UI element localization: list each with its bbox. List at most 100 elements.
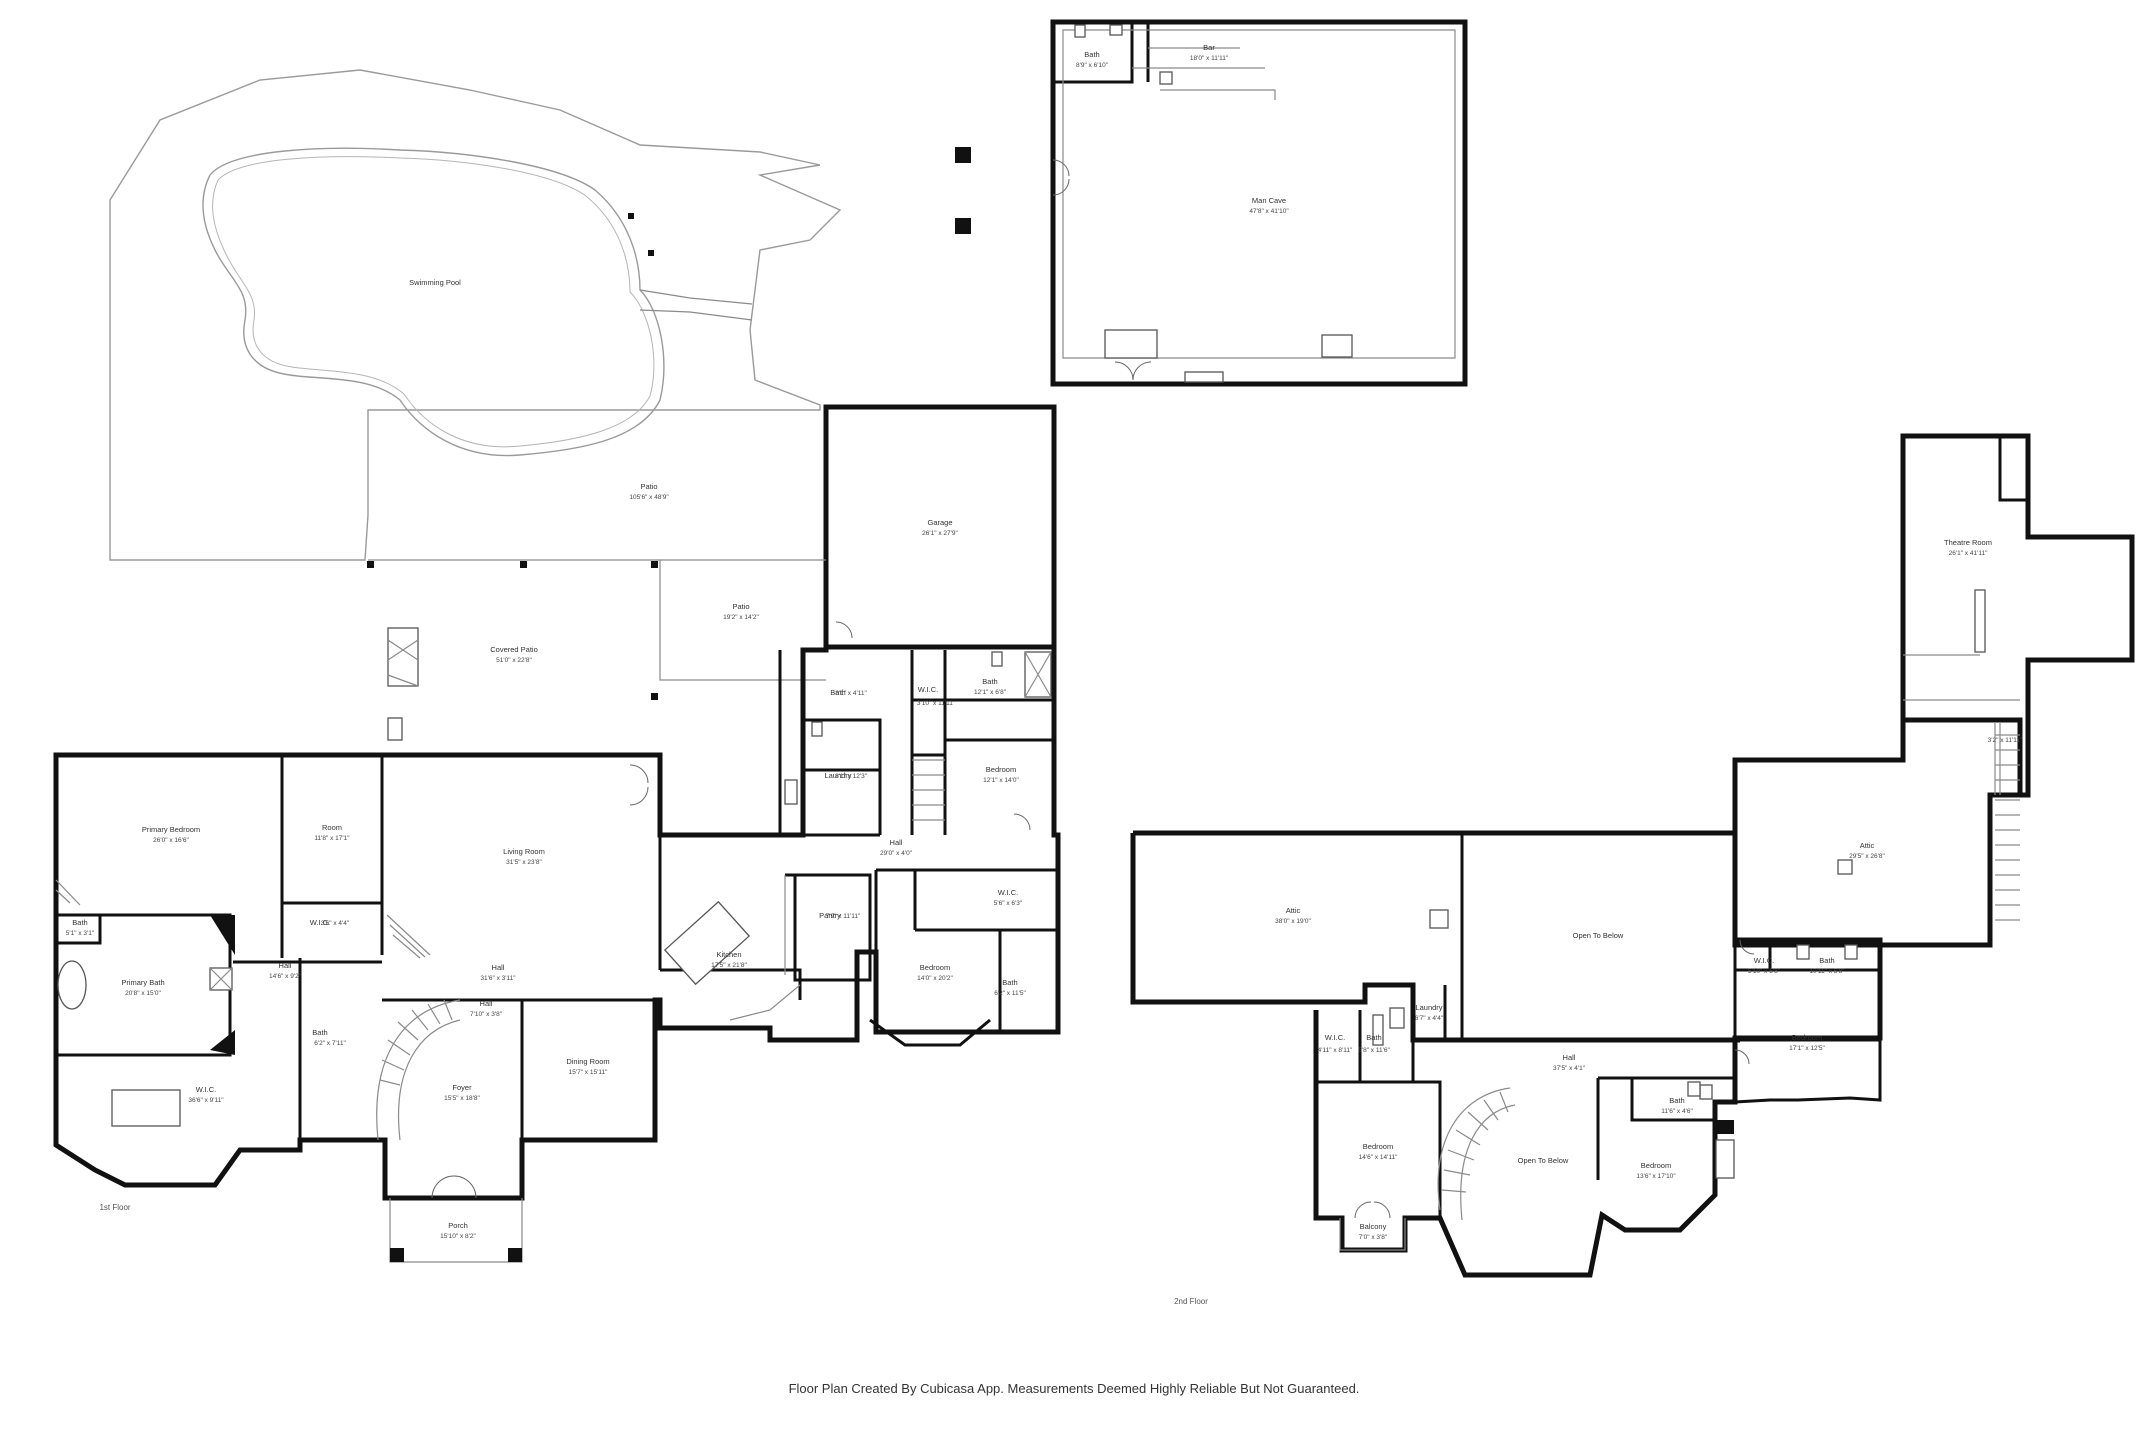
laundry-label: Laundry	[824, 771, 851, 780]
wic-bed2-label: W.I.C.	[918, 685, 938, 694]
bar-label: Bar	[1203, 43, 1215, 52]
hall-up-label: Hall	[1563, 1053, 1576, 1062]
foyer-dims: 15'5" x 18'8"	[444, 1095, 480, 1102]
man-cave-dims: 47'8" x 41'10"	[1249, 208, 1289, 215]
bedroom-up-c-dims: 13'6" x 17'10"	[1636, 1173, 1676, 1180]
garage-label: Garage	[927, 518, 952, 527]
bedroom-3-label: Bedroom	[920, 963, 950, 972]
bedroom-2-dims: 12'1" x 14'0"	[983, 777, 1019, 784]
wic-primary-label: W.I.C.	[196, 1085, 216, 1094]
primary-bedroom-label: Primary Bedroom	[142, 825, 200, 834]
footer-disclaimer: Floor Plan Created By Cubicasa App. Meas…	[788, 1381, 1360, 1396]
living-room-dims: 31'5" x 23'8"	[506, 859, 542, 866]
bath-garage-dims: 8'1" x 4'11"	[835, 690, 867, 697]
hall-foyer-dims: 7'10" x 3'8"	[470, 1011, 503, 1018]
patio-main-label: Patio	[640, 482, 657, 491]
covered-patio-label: Covered Patio	[490, 645, 538, 654]
wic-up-r-label: W.I.C.	[1754, 956, 1774, 965]
attic-left-label: Attic	[1286, 906, 1301, 915]
bar-dims: 18'0" x 11'11"	[1190, 55, 1229, 62]
bath-garage-label: Bath	[830, 688, 845, 697]
dining-room-dims: 15'7" x 15'11"	[569, 1069, 608, 1076]
bath-up-l-label: Bath	[1366, 1033, 1381, 1042]
bedroom-up-r-dims: 17'1" x 12'5"	[1789, 1045, 1825, 1052]
first-floor-label: 1st Floor	[99, 1203, 130, 1212]
bath-bed2-dims: 12'1" x 6'8"	[974, 689, 1007, 696]
hall-left-label: Hall	[279, 961, 292, 970]
primary-bath-dims: 20'8" x 15'0"	[125, 990, 161, 997]
bath-mancave-dims: 8'9" x 6'10"	[1076, 62, 1109, 69]
laundry-up-label: Laundry	[1415, 1003, 1442, 1012]
garage-dims: 26'1" x 27'9"	[922, 530, 958, 537]
wic-small-label: W.I.C.	[310, 918, 330, 927]
kitchen-dims: 17'5" x 21'8"	[711, 962, 747, 969]
foyer-label: Foyer	[452, 1083, 472, 1092]
bath-mancave-label: Bath	[1084, 50, 1099, 59]
bath-bed2-label: Bath	[982, 677, 997, 686]
bath-primary-small-label: Bath	[72, 918, 87, 927]
hall-main-label: Hall	[890, 838, 903, 847]
wic-bed2-dims: 3'10" x 11'11"	[917, 700, 956, 707]
bath-up-l-dims: 5'8" x 11'6"	[1358, 1047, 1390, 1054]
bedroom-up-l-dims: 14'6" x 14'11"	[1359, 1154, 1398, 1161]
wic-bed3-dims: 5'6" x 6'3"	[994, 900, 1023, 907]
hall-center-label: Hall	[492, 963, 505, 972]
theatre-room-dims: 26'1" x 41'11"	[1949, 550, 1988, 557]
pool-area	[109, 69, 842, 561]
open-to-below-2-label: Open To Below	[1518, 1156, 1569, 1165]
laundry-up-dims: 6'7" x 4'4"	[1415, 1015, 1444, 1022]
swimming-pool-label: Swimming Pool	[409, 278, 461, 287]
stairs-up-dims: 3'2" x 11'11"	[1988, 737, 2023, 744]
bath-bed3-label: Bath	[1002, 978, 1017, 987]
bath-up-r-dims: 10'11" x 5'8"	[1809, 968, 1845, 975]
man-cave-label: Man Cave	[1252, 196, 1286, 205]
attic-right-dims: 29'5" x 26'8"	[1849, 853, 1885, 860]
open-to-below-1-label: Open To Below	[1573, 931, 1624, 940]
bath-half-label: Bath	[312, 1028, 327, 1037]
dining-room-label: Dining Room	[566, 1057, 609, 1066]
bedroom-3-dims: 14'0" x 20'2"	[917, 975, 953, 982]
attic-right-label: Attic	[1860, 841, 1875, 850]
second-floor-label: 2nd Floor	[1174, 1297, 1208, 1306]
bath-up-c-dims: 11'6" x 4'6"	[1661, 1108, 1693, 1115]
primary-bedroom-dims: 26'0" x 16'6"	[153, 837, 189, 844]
bedroom-2-label: Bedroom	[986, 765, 1016, 774]
bath-up-r-label: Bath	[1819, 956, 1834, 965]
bath-bed3-dims: 6'2" x 11'5"	[994, 990, 1026, 997]
wic-small-dims: 3'6" x 4'4"	[321, 920, 350, 927]
porch-dims: 15'10" x 8'2"	[440, 1233, 476, 1240]
wic-primary-dims: 36'6" x 9'11"	[188, 1097, 224, 1104]
pantry-label: Pantry	[819, 911, 841, 920]
post-marker	[955, 147, 971, 163]
wic-bed3-label: W.I.C.	[998, 888, 1018, 897]
theatre-room-label: Theatre Room	[1944, 538, 1992, 547]
kitchen-label: Kitchen	[716, 950, 741, 959]
man-cave-building	[1050, 19, 1468, 387]
bath-primary-small-dims: 5'1" x 3'1"	[66, 930, 95, 937]
wic-up-r-dims: 5'10" x 5'8"	[1748, 968, 1781, 975]
attic-left-dims: 38'0" x 19'0"	[1275, 918, 1311, 925]
swimming-pool	[202, 147, 665, 457]
hall-up-dims: 37'5" x 4'1"	[1553, 1065, 1586, 1072]
patio-main-dims: 105'6" x 48'9"	[629, 494, 669, 501]
hall-left-dims: 14'6" x 9'2"	[269, 973, 302, 980]
pantry-dims: 7'9" x 11'11"	[826, 913, 861, 920]
hall-main-dims: 29'0" x 4'0"	[880, 850, 913, 857]
hall-center-dims: 31'6" x 3'11"	[480, 975, 516, 982]
post-marker	[955, 218, 971, 234]
room-dims: 11'8" x 17'1"	[314, 835, 350, 842]
balcony-dims: 7'0" x 3'8"	[1359, 1234, 1388, 1241]
bedroom-up-c-label: Bedroom	[1641, 1161, 1671, 1170]
porch-label: Porch	[448, 1221, 468, 1230]
room-label: Room	[322, 823, 342, 832]
wic-up-l-dims: 4'11" x 8'11"	[1318, 1047, 1353, 1054]
primary-bath-label: Primary Bath	[121, 978, 164, 987]
wic-up-l-label: W.I.C.	[1325, 1033, 1345, 1042]
laundry-dims: 8'1" x 12'3"	[835, 773, 868, 780]
hall-foyer-label: Hall	[480, 999, 493, 1008]
patio-small-label: Patio	[732, 602, 749, 611]
bedroom-up-l-label: Bedroom	[1363, 1142, 1393, 1151]
bath-up-c-label: Bath	[1669, 1096, 1684, 1105]
first-floor-plan	[53, 404, 1061, 1263]
